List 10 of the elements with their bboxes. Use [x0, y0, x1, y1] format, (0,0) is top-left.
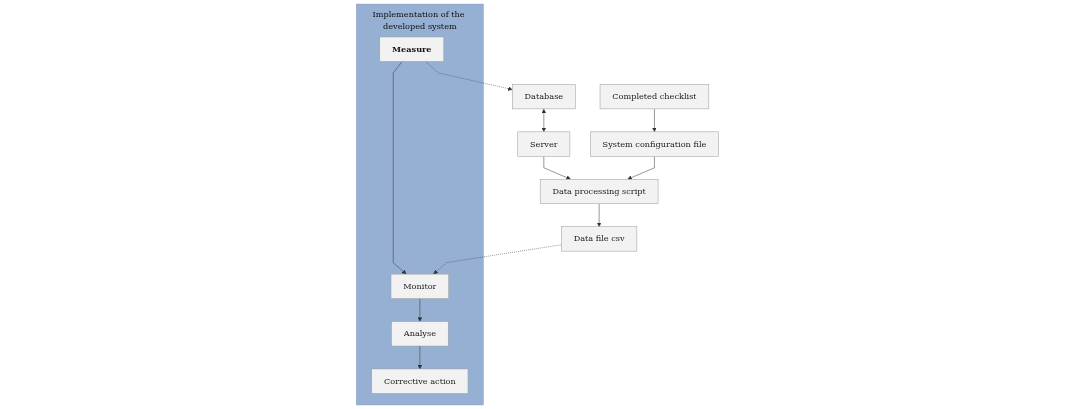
node-box: Analyse — [391, 321, 449, 347]
node-box: Measure — [379, 36, 445, 62]
node-box: Data processing script — [539, 179, 659, 204]
node-box: Corrective action — [371, 368, 469, 394]
node-box: System configuration file — [590, 131, 719, 157]
node-box: Server — [517, 131, 571, 157]
node-box: Monitor — [390, 273, 449, 299]
node-box: Completed checklist — [599, 84, 710, 110]
node-box: Database — [512, 84, 576, 110]
node-box: Data file csv — [561, 226, 638, 252]
